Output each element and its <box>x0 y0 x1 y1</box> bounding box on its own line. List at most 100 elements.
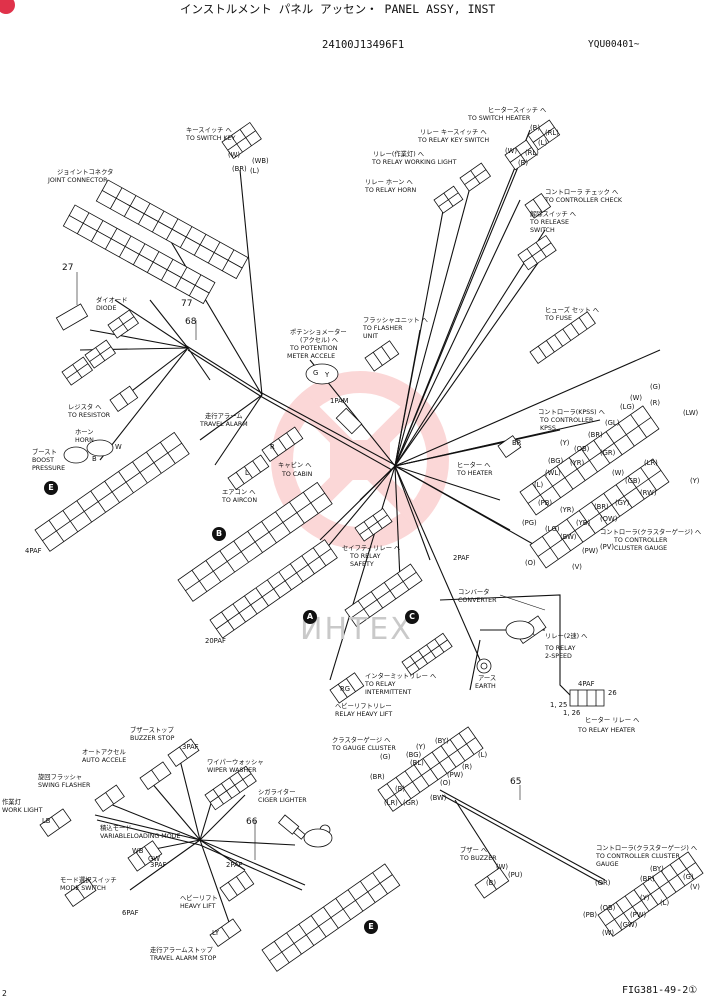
label-1pam: 1PAM <box>330 397 349 405</box>
label-relay-working-light-jp: リレー(作業灯) へ <box>373 151 424 158</box>
code-kpss-10: (BG) <box>548 457 564 465</box>
serial-range: YQU00401~ <box>588 39 640 50</box>
code-ctrl-low-12: (L) <box>660 899 670 907</box>
label-release-switch-2: SWITCH <box>530 227 555 234</box>
code-ctrl-low-2: (G) <box>683 873 694 881</box>
label-boost: BOOST <box>32 457 54 464</box>
code-cluster-8: (BW) <box>560 533 577 541</box>
code-small-4: L <box>245 469 249 477</box>
label-potentiometer-jp: ポテンショメーター <box>290 329 347 336</box>
label-4paf-right: 4PAF <box>578 680 595 688</box>
label-relay-heater: TO RELAY HEATER <box>578 727 636 734</box>
label-buzzer-stop: BUZZER STOP <box>130 735 175 742</box>
code-small-9: WB <box>132 847 144 855</box>
label-4paf-upper: 4PAF <box>25 547 42 555</box>
label-relay-2speed-2: 2-SPEED <box>545 653 572 660</box>
label-gauge-cluster: TO GAUGE CLUSTER <box>332 745 396 752</box>
code-cluster-13: (V) <box>572 563 582 571</box>
label-converter: CONVERTER <box>458 597 497 604</box>
label-buzzer-stop-jp: ブザーストップ <box>130 727 174 734</box>
label-swing-flasher-jp: 旋回フラッシャ <box>38 774 83 781</box>
label-6paf: 6PAF <box>122 909 139 917</box>
code-heater-3: (L) <box>538 139 548 147</box>
label-converter-jp: コンバータ <box>458 589 490 596</box>
label-buzzer-jp: ブザー へ <box>460 847 488 854</box>
figure-number: FIG381-49-2① <box>622 985 698 996</box>
label-aircon: TO AIRCON <box>222 497 258 504</box>
code-cluster-9: (PG) <box>522 519 537 527</box>
label-diode-jp: ダイオード <box>96 297 128 304</box>
code-cluster-14: (O) <box>525 559 536 567</box>
label-controller-cluster-jp: コントローラ(クラスターゲージ) へ <box>600 529 702 536</box>
code-small-7: BR <box>512 439 522 447</box>
ref-number-66: 66 <box>246 817 258 827</box>
label-heavy-lift-jp: ヘビーリフト <box>180 895 218 902</box>
marker-c: C <box>405 610 419 624</box>
label-heavy-lift: HEAVY LIFT <box>180 903 216 910</box>
label-travel-alarm-jp: 走行アラーム <box>205 413 243 420</box>
label-relay-horn-jp: リレー ホーン へ <box>365 179 413 186</box>
label-auto-accele-jp: オートアクセル <box>82 749 126 756</box>
label-key-switch-jp: キースイッチ へ <box>186 127 232 134</box>
code-kpss-4: (R) <box>650 399 661 407</box>
code-gauge-low-9: (PW) <box>447 771 464 779</box>
label-cabin: TO CABIN <box>282 471 313 478</box>
code-ctrl-low-9: (W) <box>602 929 615 937</box>
code-small-3: R <box>270 443 275 451</box>
leader-lines <box>76 272 546 860</box>
code-heater-2: (RL) <box>545 129 559 137</box>
label-relay-intermittent-2: INTERMITTENT <box>365 689 412 696</box>
label-relay-heater-jp: ヒーター リレー へ <box>585 717 640 724</box>
label-controller-cluster-low-2: GAUGE <box>596 861 619 868</box>
label-flasher-unit: TO FLASHER <box>363 325 403 332</box>
connectors <box>34 119 704 972</box>
code-cluster-6: (RW) <box>640 489 657 497</box>
label-relay-intermittent: TO RELAY <box>365 681 396 688</box>
label-gauge-cluster-jp: クラスターゲージ へ <box>332 737 391 744</box>
code-gauge-low-11: (LR) <box>384 799 398 807</box>
label-relay-2speed-jp: リレー(2速) へ <box>545 633 588 640</box>
label-potentiometer: TO POTENTION <box>290 345 338 352</box>
label-travel-alarm-stop: TRAVEL ALARM STOP <box>150 955 217 962</box>
code-cluster-1: (PB) <box>538 499 553 507</box>
label-potentiometer-jp2: (アクセル) へ <box>300 337 339 344</box>
label-resistor-jp: レジスタ へ <box>68 404 102 411</box>
code-small-11: GW <box>148 855 160 863</box>
label-boost-jp: ブースト <box>32 449 57 456</box>
label-controller-kpss-jp: コントローラ(KPSS) へ <box>538 409 605 416</box>
ref-number-27: 27 <box>62 263 74 273</box>
label-potentiometer-2: METER ACCELE <box>287 353 336 360</box>
label-swing-flasher: SWING FLASHER <box>38 782 91 789</box>
code-kpss-1: (G) <box>650 383 661 391</box>
code-relaykey-1: (W) <box>505 147 518 155</box>
code-kpss-6: (GL) <box>605 419 620 427</box>
code-kpss-3: (LG) <box>620 403 635 411</box>
label-diode: DIODE <box>96 305 117 312</box>
code-kpss-8: (BR) <box>588 431 603 439</box>
code-buzzer-2: (W) <box>496 863 509 871</box>
code-cluster-2: (YR) <box>560 506 575 514</box>
label-joint-connector: JOINT CONNECTOR <box>48 177 108 184</box>
label-relay-2speed: TO RELAY <box>545 645 576 652</box>
label-aircon-jp: エアコン へ <box>222 489 256 496</box>
label-controller-cluster-2: CLUSTER GAUGE <box>614 545 668 552</box>
label-relay-heavy-lift: RELAY HEAVY LIFT <box>335 711 393 718</box>
label-heater-switch: TO SWITCH HEATER <box>468 115 531 122</box>
code-gauge-low-8: (B) <box>395 785 405 793</box>
label-mode-switch: MODE SWITCH <box>60 885 106 892</box>
label-relay-key-switch: TO RELAY KEY SWITCH <box>418 137 490 144</box>
code-relaykey-3: (RL) <box>525 149 539 157</box>
code-kpss-2: (W) <box>630 394 643 402</box>
code-buzzer-1: (PU) <box>508 871 523 879</box>
code-kpss-7: (LW) <box>683 409 699 417</box>
label-boost-pressure: PRESSURE <box>32 465 66 472</box>
label-relay-safety: TO RELAY <box>350 553 381 560</box>
code-gauge-low-1: (BY) <box>435 737 449 745</box>
code-kpss-15: (LR) <box>644 459 658 467</box>
label-controller-kpss-2: KPSS <box>540 425 556 432</box>
label-relay-intermittent-jp: インターミットリレー へ <box>365 673 437 680</box>
code-small-1: B <box>92 455 97 463</box>
corner-badge-icon <box>0 0 15 14</box>
label-relay-safety-jp: セイフティリレー へ <box>342 545 401 552</box>
